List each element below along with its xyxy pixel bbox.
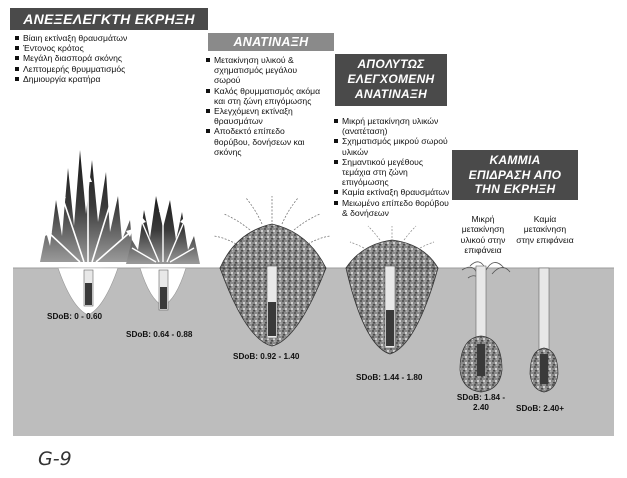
bullet-item: Καμία εκτίναξη θραυσμάτων	[333, 187, 451, 197]
sdob-label-4: SDoB: 1.44 - 1.80	[356, 373, 423, 382]
uncontrolled-title: ΑΝΕΞΕΛΕΓΚΤΗ ΕΚΡΗΞΗ	[10, 8, 208, 30]
controlled-title: ΑΠΟΛΥΤΩΣ ΕΛΕΓΧΟΜΕΝΗ ΑΝΑΤΙΝΑΞΗ	[335, 54, 447, 106]
bullet-item: Μειωμένο επίπεδο θορύβου & δονήσεων	[333, 198, 451, 218]
crater-uncontrolled	[57, 267, 119, 316]
uncontrolled-bullets: Βίαιη εκτίναξη θραυσμάτων Έντονος κρότος…	[14, 33, 204, 84]
bullet-item: Μεγάλη διασπορά σκόνης	[14, 53, 204, 63]
controlled-bullets: Μικρή μετακίνηση υλικών (ανατέταση) Σχημ…	[333, 116, 451, 218]
deep-charge-minor	[459, 261, 511, 393]
bullet-item: Έντονος κρότος	[14, 43, 204, 53]
bullet-item: Μετακίνηση υλικού & σχηματισμός μεγάλου …	[205, 55, 321, 86]
bullet-item: Δημιουργία κρατήρα	[14, 74, 204, 84]
bullet-item: Αποδεκτό επίπεδο θορύβου, δονήσεων και σ…	[205, 126, 321, 157]
controlled-title-line1: ΑΠΟΛΥΤΩΣ	[357, 57, 425, 71]
heave-title: ΑΝΑΤΙΝΑΞΗ	[208, 33, 334, 51]
sdob-label-3: SDoB: 0.92 - 1.40	[233, 352, 300, 361]
crater-partial	[139, 267, 187, 311]
no-impact-right-note: Καμία μετακίνηση στην επιφάνεια	[516, 214, 574, 245]
no-impact-title-line2: ΕΠΙΔΡΑΣΗ ΑΠΟ	[468, 167, 562, 182]
controlled-mound	[345, 225, 439, 355]
figure-label: G-9	[38, 448, 72, 470]
deep-charge-none	[529, 267, 559, 393]
sdob-label-5: SDoB: 1.84 - 2.40	[456, 393, 506, 412]
no-impact-title-line1: ΚΑΜΜΙΑ	[489, 153, 541, 167]
heave-bullets: Μετακίνηση υλικού & σχηματισμός μεγάλου …	[205, 55, 321, 157]
no-impact-title-line3: ΤΗΝ ΕΚΡΗΞΗ	[474, 182, 556, 196]
bullet-item: Ελεγχόμενη εκτίναξη θραυσμάτων	[205, 106, 321, 126]
bullet-item: Βίαιη εκτίναξη θραυσμάτων	[14, 33, 204, 43]
ejection-plume-large	[40, 150, 134, 270]
bullet-item: Μικρή μετακίνηση υλικών (ανατέταση)	[333, 116, 451, 136]
heave-mound	[213, 196, 331, 347]
no-impact-title: ΚΑΜΜΙΑ ΕΠΙΔΡΑΣΗ ΑΠΟ ΤΗΝ ΕΚΡΗΞΗ	[452, 150, 578, 200]
controlled-title-line3: ΑΝΑΤΙΝΑΞΗ	[354, 87, 428, 101]
bullet-item: Σχηματισμός μικρού σωρού υλικών	[333, 136, 451, 157]
bullet-item: Σημαντικού μεγέθους τεμάχια στη ζώνη επι…	[333, 157, 451, 188]
sdob-label-6: SDoB: 2.40+	[516, 404, 565, 413]
bullet-item: Λεπτομερής θρυμματισμός	[14, 64, 204, 74]
bullet-item: Καλός θρυμματισμός ακόμα και στη ζώνη επ…	[205, 86, 321, 106]
sdob-label-1: SDoB: 0 - 0.60	[47, 312, 103, 321]
no-impact-left-note: Μικρή μετακίνηση υλικού στην επιφάνεια	[460, 214, 506, 256]
ejection-plume-small	[126, 196, 200, 270]
sdob-label-2: SDoB: 0.64 - 0.88	[126, 330, 193, 339]
controlled-title-line2: ΕΛΕΓΧΟΜΕΝΗ	[347, 72, 435, 86]
